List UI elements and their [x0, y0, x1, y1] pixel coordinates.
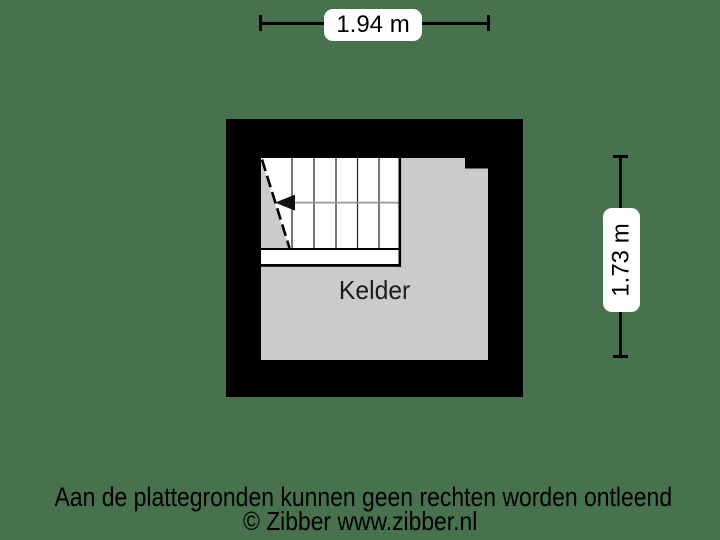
room-label-text: Kelder — [339, 275, 411, 305]
stair-cut-line — [260, 159, 291, 249]
stair-direction-arrow-icon — [275, 194, 295, 211]
stair-landing-border — [261, 264, 401, 267]
footer-credit-text: © Zibber www.zibber.nl — [242, 506, 478, 536]
footer-credit: © Zibber www.zibber.nl — [0, 508, 720, 535]
stair-right-border — [398, 158, 402, 267]
footer-disclaimer-text: Aan de plattegronden kunnen geen rechten… — [54, 482, 673, 512]
height-dimension-tick-top — [613, 155, 628, 158]
width-dimension-tick-left — [259, 15, 262, 31]
stair-bottom-line — [261, 248, 400, 250]
height-dimension-tick-bottom — [613, 355, 628, 358]
height-dimension-label: 1.73 m — [603, 208, 640, 312]
room-label: Kelder — [300, 277, 450, 304]
footer-disclaimer: Aan de plattegronden kunnen geen rechten… — [0, 484, 720, 511]
width-dimension-value: 1.94 m — [336, 11, 410, 38]
width-dimension-tick-right — [487, 15, 490, 31]
width-dimension-label: 1.94 m — [324, 9, 422, 41]
stair-landing-strip — [261, 250, 399, 264]
wall-notch — [465, 158, 488, 169]
